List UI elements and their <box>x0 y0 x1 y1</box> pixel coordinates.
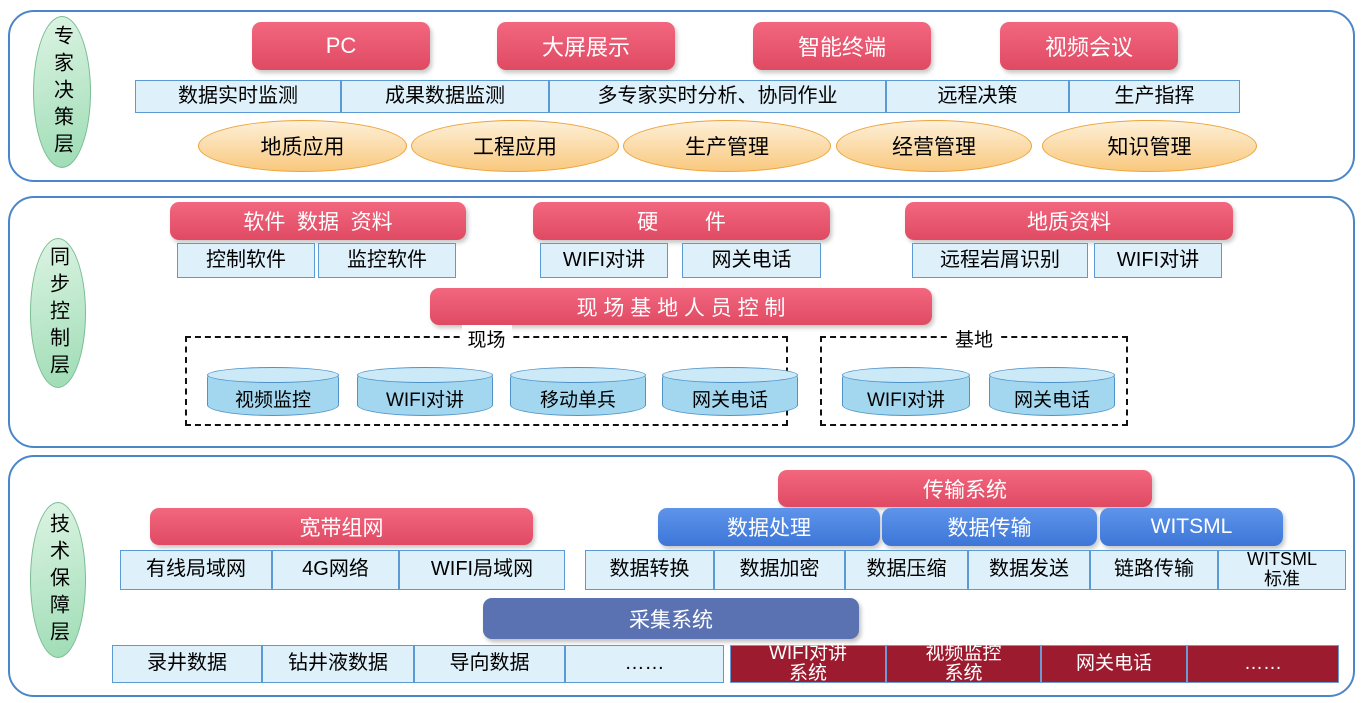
group-title-geology-data: 地质资料 <box>905 202 1233 240</box>
sync-cell: 远程岩屑识别 <box>912 243 1088 278</box>
acquisition-cell: 钻井液数据 <box>262 645 414 683</box>
device-cylinder: 移动单兵 <box>510 367 646 416</box>
function-cell: 成果数据监测 <box>341 80 549 113</box>
application-ellipse: 地质应用 <box>198 120 407 172</box>
cylinder-top <box>510 367 646 383</box>
application-ellipse: 工程应用 <box>411 120 619 172</box>
tech-layer-label: 技术保障层 <box>30 502 86 658</box>
terminal-box-smart-terminal: 智能终端 <box>753 22 931 70</box>
base-zone-label: 基地 <box>948 325 1000 352</box>
broadband-cell: 4G网络 <box>272 550 399 590</box>
sync-layer-label: 同步控制层 <box>30 238 86 388</box>
device-cylinder: 网关电话 <box>989 367 1115 416</box>
function-cell: 远程决策 <box>886 80 1069 113</box>
sync-cell: 控制软件 <box>177 243 315 278</box>
module-cell: 数据压缩 <box>845 550 968 590</box>
broadband-cell: WIFI局域网 <box>399 550 565 590</box>
application-ellipse: 经营管理 <box>836 120 1032 172</box>
function-cell: 生产指挥 <box>1069 80 1240 113</box>
base-zone: 基地 WIFI对讲 网关电话 <box>820 325 1128 426</box>
group-title-software-data: 软件 数据 资料 <box>170 202 466 240</box>
acquisition-cell: …… <box>565 645 724 683</box>
module-data-transmission: 数据传输 <box>882 508 1097 546</box>
cylinder-top <box>662 367 798 383</box>
group-title-hardware: 硬 件 <box>533 202 830 240</box>
cylinder-top <box>207 367 339 383</box>
device-cylinder: 网关电话 <box>662 367 798 416</box>
device-cylinder: WIFI对讲 <box>842 367 970 416</box>
sync-cell: WIFI对讲 <box>1094 243 1222 278</box>
cylinder-top <box>357 367 493 383</box>
terminal-box-big-screen: 大屏展示 <box>497 22 675 70</box>
system-cell-video-monitor: 视频监控 系统 <box>886 644 1041 683</box>
acquisition-system-box: 采集系统 <box>483 598 859 639</box>
application-ellipse: 知识管理 <box>1042 120 1257 172</box>
broadband-box: 宽带组网 <box>150 508 533 545</box>
module-cell: 数据转换 <box>585 550 714 590</box>
device-cylinder: 视频监控 <box>207 367 339 416</box>
site-zone: 现场 视频监控 WIFI对讲 移动单兵 网关电话 <box>185 325 798 426</box>
module-cell: 数据发送 <box>968 550 1090 590</box>
cylinder-top <box>842 367 970 383</box>
function-cell: 多专家实时分析、协同作业 <box>549 80 886 113</box>
acquisition-cell: 录井数据 <box>112 645 262 683</box>
function-cell: 数据实时监测 <box>135 80 341 113</box>
module-cell: WITSML 标准 <box>1218 549 1346 590</box>
module-witsml: WITSML <box>1100 508 1283 546</box>
expert-layer-label: 专家决策层 <box>33 16 91 168</box>
sync-cell: WIFI对讲 <box>540 243 668 278</box>
cylinder-top <box>989 367 1115 383</box>
sync-cell: 监控软件 <box>318 243 456 278</box>
system-cell-gateway-phone: 网关电话 <box>1041 645 1187 683</box>
system-cell-more: …… <box>1187 645 1339 683</box>
system-cell-wifi-intercom: WIFI对讲 系统 <box>730 644 886 683</box>
broadband-cell: 有线局域网 <box>120 550 272 590</box>
module-cell: 链路传输 <box>1090 550 1218 590</box>
terminal-box-video-conference: 视频会议 <box>1000 22 1178 70</box>
sync-cell: 网关电话 <box>682 243 821 278</box>
device-cylinder: WIFI对讲 <box>357 367 493 416</box>
acquisition-cell: 导向数据 <box>414 645 565 683</box>
module-cell: 数据加密 <box>714 550 845 590</box>
site-zone-label: 现场 <box>461 325 512 352</box>
module-data-processing: 数据处理 <box>658 508 880 546</box>
application-ellipse: 生产管理 <box>623 120 831 172</box>
transmission-system-box: 传输系统 <box>778 470 1152 507</box>
terminal-box-pc: PC <box>252 22 430 70</box>
personnel-control-bar: 现 场 基 地 人 员 控 制 <box>430 288 932 325</box>
